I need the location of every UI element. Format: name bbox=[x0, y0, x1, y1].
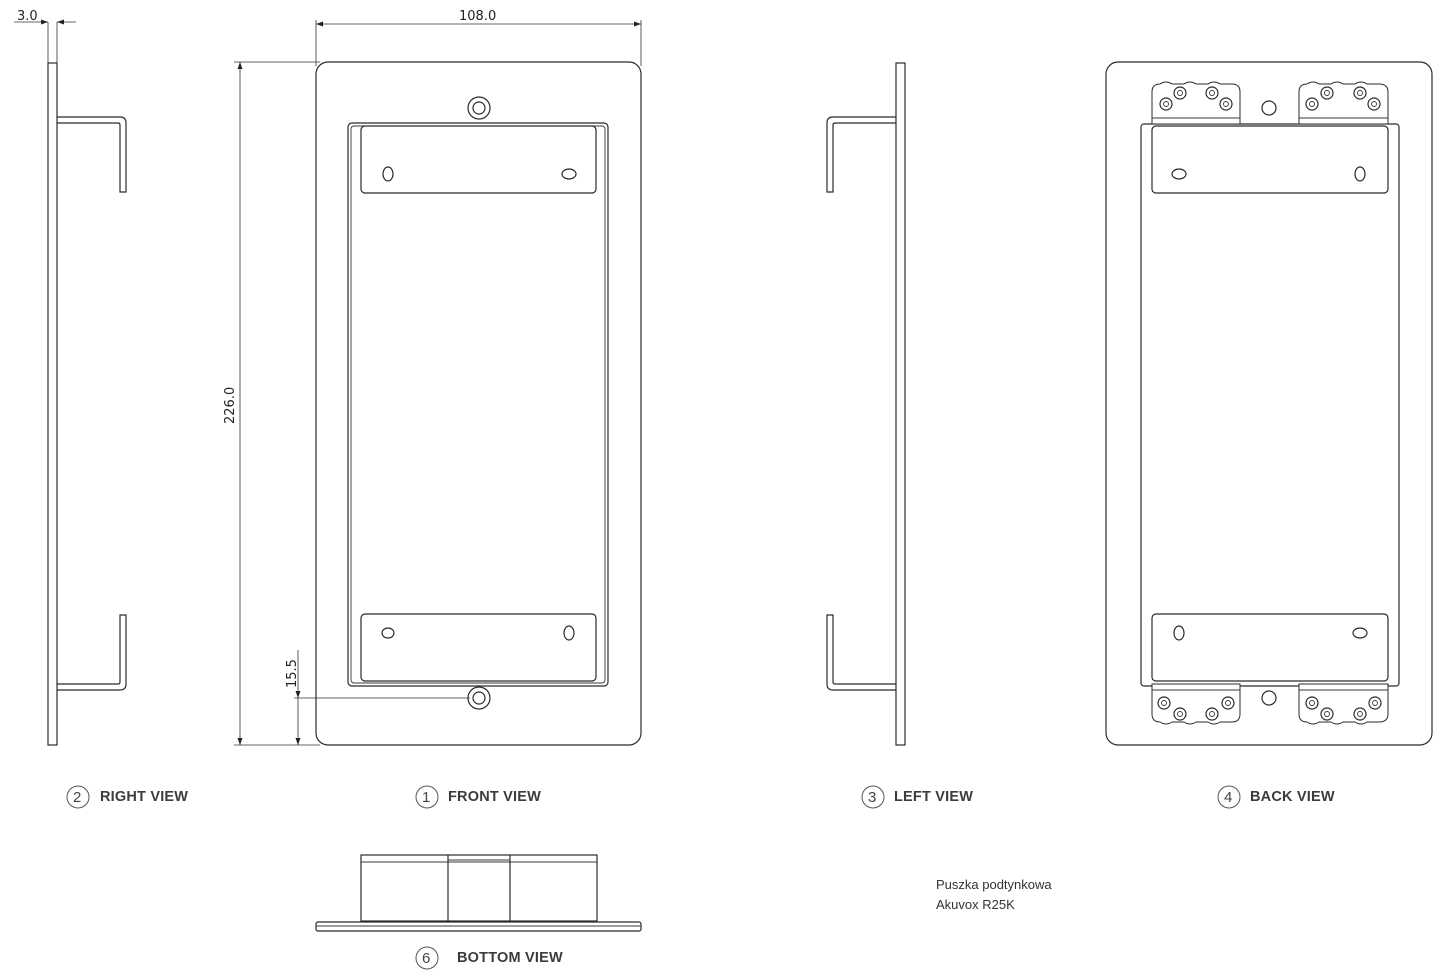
view-label-right: RIGHT VIEW bbox=[100, 789, 188, 805]
front-view-drawing: 108.0 226.0 15.5 bbox=[223, 9, 642, 746]
bottom-view-drawing bbox=[315, 854, 642, 932]
view-label-left: LEFT VIEW bbox=[894, 789, 973, 805]
view-number-right: 2 bbox=[73, 789, 81, 806]
product-note: Puszka podtynkowa Akuvox R25K bbox=[936, 877, 1052, 912]
left-view-drawing bbox=[826, 62, 906, 746]
view-number-left: 3 bbox=[868, 789, 876, 806]
label-left-view: 3 LEFT VIEW bbox=[861, 785, 973, 809]
view-number-bottom: 6 bbox=[422, 950, 430, 967]
view-number-front: 1 bbox=[422, 789, 430, 806]
dimension-offset: 15.5 bbox=[285, 659, 300, 688]
view-label-back: BACK VIEW bbox=[1250, 789, 1335, 805]
label-front-view: 1 FRONT VIEW bbox=[415, 785, 541, 809]
label-right-view: 2 RIGHT VIEW bbox=[66, 785, 188, 809]
view-number-back: 4 bbox=[1224, 789, 1232, 806]
note-line-1: Puszka podtynkowa bbox=[936, 877, 1052, 892]
note-line-2: Akuvox R25K bbox=[936, 897, 1015, 912]
dimension-thickness: 3.0 bbox=[17, 9, 38, 24]
view-label-front: FRONT VIEW bbox=[448, 789, 541, 805]
label-bottom-view: 6 BOTTOM VIEW bbox=[415, 946, 563, 970]
dimension-height: 226.0 bbox=[223, 387, 238, 424]
dimension-width: 108.0 bbox=[459, 9, 496, 24]
back-view-drawing bbox=[1105, 61, 1433, 746]
view-label-bottom: BOTTOM VIEW bbox=[457, 950, 563, 966]
label-back-view: 4 BACK VIEW bbox=[1217, 785, 1335, 809]
right-view-drawing: 3.0 bbox=[14, 9, 127, 746]
